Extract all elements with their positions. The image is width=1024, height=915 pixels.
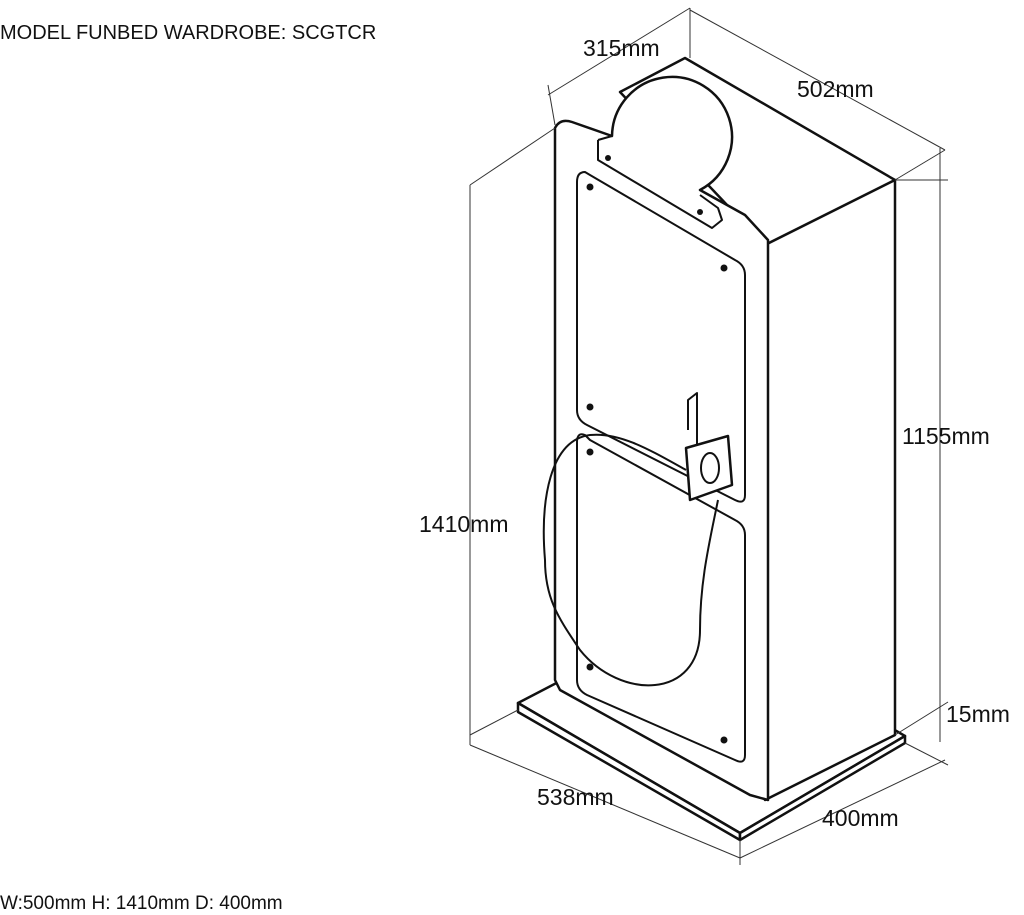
lamp-fixture xyxy=(684,392,734,502)
dim-top-width: 502mm xyxy=(797,76,874,102)
drawing-title: MODEL FUNBED WARDROBE: SCGTCR xyxy=(0,22,377,44)
dimension-lines xyxy=(469,7,949,865)
dim-top-depth: 315mm xyxy=(583,35,660,61)
dim-cabinet-height: 1155mm xyxy=(902,423,990,449)
upper-door-panel xyxy=(576,171,746,503)
lamp-cable xyxy=(542,433,719,687)
overall-dimensions: W:500mm H: 1410mm D: 400mm xyxy=(0,893,283,914)
dim-base-width: 538mm xyxy=(537,784,614,810)
dim-total-height: 1410mm xyxy=(419,511,508,537)
dim-base-depth: 400mm xyxy=(822,805,899,831)
front-panel xyxy=(542,75,770,802)
dim-base-thickness: 15mm xyxy=(946,701,1010,727)
